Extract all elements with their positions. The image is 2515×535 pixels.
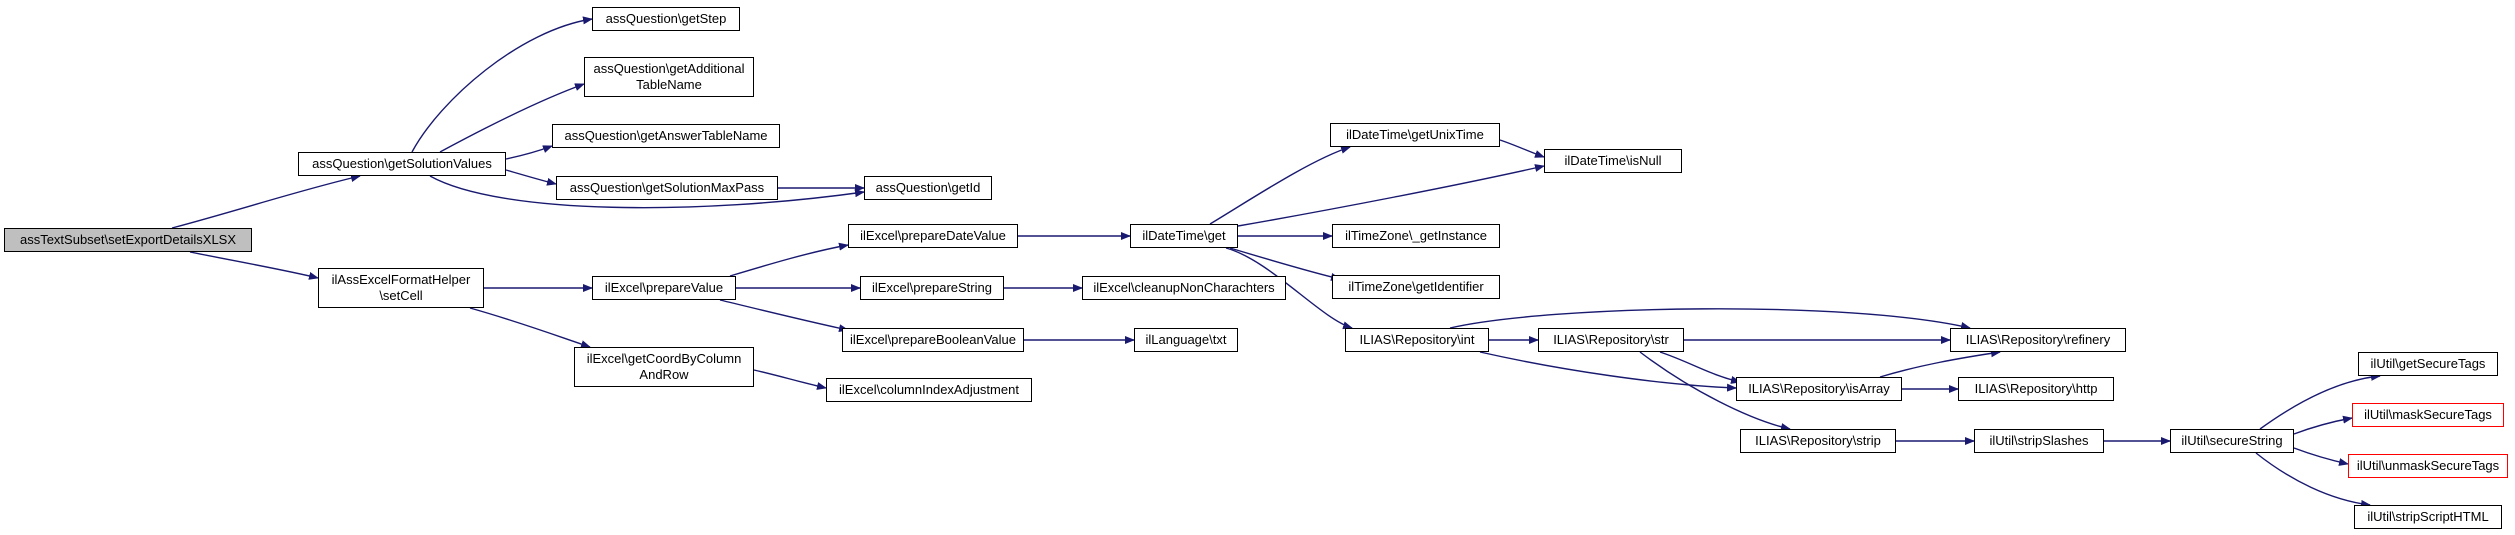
edge-repoInt-to-refinery xyxy=(1449,308,1971,330)
node-setCell[interactable]: ilAssExcelFormatHelper \setCell xyxy=(318,268,484,308)
node-label: ILIAS\Repository\isArray xyxy=(1748,381,1890,396)
edge-secureString-to-stripScriptHTML xyxy=(2255,452,2371,508)
node-prepareValue[interactable]: ilExcel\prepareValue xyxy=(592,276,736,300)
node-getSecureTags[interactable]: ilUtil\getSecureTags xyxy=(2358,352,2498,376)
node-label: ilAssExcelFormatHelper \setCell xyxy=(331,272,471,303)
node-dtGet[interactable]: ilDateTime\get xyxy=(1130,224,1238,248)
edge-dtGet-to-getIdentifier xyxy=(1229,247,1341,281)
node-label: ilExcel\getCoordByColumn AndRow xyxy=(586,351,742,382)
node-stripScriptHTML[interactable]: ilUtil\stripScriptHTML xyxy=(2354,505,2502,529)
edge-secureString-to-maskSecureTags xyxy=(2293,415,2353,435)
node-getUnixTime[interactable]: ilDateTime\getUnixTime xyxy=(1330,123,1500,147)
edge-repoInt-to-isArray xyxy=(1479,351,1737,392)
node-label: ILIAS\Repository\refinery xyxy=(1965,332,2111,347)
node-http[interactable]: ILIAS\Repository\http xyxy=(1958,377,2114,401)
node-getId[interactable]: assQuestion\getId xyxy=(864,176,992,200)
node-secureString[interactable]: ilUtil\secureString xyxy=(2170,429,2294,453)
node-label: ilDateTime\isNull xyxy=(1564,153,1662,168)
edge-dtGet-to-getUnixTime xyxy=(1209,145,1351,225)
node-label: ilTimeZone\_getInstance xyxy=(1345,228,1487,243)
edge-secureString-to-unmaskSecureTags xyxy=(2293,447,2349,466)
node-getInstance[interactable]: ilTimeZone\_getInstance xyxy=(1332,224,1500,248)
node-isNull[interactable]: ilDateTime\isNull xyxy=(1544,149,1682,173)
edge-isArray-to-refinery xyxy=(1879,349,2001,378)
node-txt[interactable]: ilLanguage\txt xyxy=(1134,328,1238,352)
node-label: assQuestion\getSolutionMaxPass xyxy=(569,180,765,195)
node-label: ilExcel\prepareBooleanValue xyxy=(850,332,1016,347)
edge-getSolutionValues-to-getStep xyxy=(411,16,593,153)
node-label: assQuestion\getId xyxy=(875,180,981,195)
node-prepareString[interactable]: ilExcel\prepareString xyxy=(860,276,1004,300)
node-isArray[interactable]: ILIAS\Repository\isArray xyxy=(1736,377,1902,401)
node-columnIndexAdjustment[interactable]: ilExcel\columnIndexAdjustment xyxy=(826,378,1032,402)
node-label: assQuestion\getAdditional TableName xyxy=(593,61,745,92)
edge-getSolutionValues-to-getAnswerTableName xyxy=(505,145,553,160)
node-getSolutionMaxPass[interactable]: assQuestion\getSolutionMaxPass xyxy=(556,176,778,200)
edge-repoStr-to-strip xyxy=(1639,351,1791,431)
node-getAnswerTableName[interactable]: assQuestion\getAnswerTableName xyxy=(552,124,780,148)
edge-getCoordByColumnAndRow-to-columnIndexAdjustment xyxy=(753,369,827,390)
node-prepareDateValue[interactable]: ilExcel\prepareDateValue xyxy=(848,224,1018,248)
node-label: ILIAS\Repository\strip xyxy=(1755,433,1881,448)
node-getSolutionValues[interactable]: assQuestion\getSolutionValues xyxy=(298,152,506,176)
node-label: assTextSubset\setExportDetailsXLSX xyxy=(19,232,237,247)
node-label: ilUtil\getSecureTags xyxy=(2370,356,2486,371)
edge-setCell-to-getCoordByColumnAndRow xyxy=(469,307,591,348)
node-label: ilExcel\cleanupNonCharachters xyxy=(1093,280,1275,295)
edge-root-to-setCell xyxy=(189,251,319,280)
node-label: ilExcel\prepareString xyxy=(872,280,992,295)
node-label: ilUtil\unmaskSecureTags xyxy=(2356,458,2500,473)
node-label: ilExcel\prepareValue xyxy=(604,280,724,295)
edge-root-to-getSolutionValues xyxy=(171,174,361,229)
node-label: ilExcel\prepareDateValue xyxy=(860,228,1006,243)
node-getCoordByColumnAndRow[interactable]: ilExcel\getCoordByColumn AndRow xyxy=(574,347,754,387)
node-repoInt[interactable]: ILIAS\Repository\int xyxy=(1345,328,1489,352)
node-maskSecureTags[interactable]: ilUtil\maskSecureTags xyxy=(2352,403,2504,427)
node-label: assQuestion\getAnswerTableName xyxy=(564,128,768,143)
edge-secureString-to-getSecureTags xyxy=(2259,372,2381,430)
node-refinery[interactable]: ILIAS\Repository\refinery xyxy=(1950,328,2126,352)
node-getIdentifier[interactable]: ilTimeZone\getIdentifier xyxy=(1332,275,1500,299)
edge-repoStr-to-isArray xyxy=(1659,351,1741,384)
node-getStep[interactable]: assQuestion\getStep xyxy=(592,7,740,31)
node-label: ilUtil\secureString xyxy=(2181,433,2283,448)
node-label: ilLanguage\txt xyxy=(1145,332,1227,347)
edge-prepareValue-to-prepareBooleanValue xyxy=(719,299,849,333)
node-label: ilDateTime\get xyxy=(1142,228,1226,243)
node-label: ilUtil\stripSlashes xyxy=(1989,433,2089,448)
node-label: ilDateTime\getUnixTime xyxy=(1346,127,1484,142)
node-repoStr[interactable]: ILIAS\Repository\str xyxy=(1538,328,1684,352)
node-unmaskSecureTags[interactable]: ilUtil\unmaskSecureTags xyxy=(2348,454,2508,478)
edge-prepareValue-to-prepareDateValue xyxy=(729,242,849,277)
node-cleanupNonCharachters[interactable]: ilExcel\cleanupNonCharachters xyxy=(1082,276,1286,300)
node-strip[interactable]: ILIAS\Repository\strip xyxy=(1740,429,1896,453)
edge-getSolutionValues-to-getSolutionMaxPass xyxy=(505,169,557,186)
edge-getSolutionValues-to-getAdditionalTableName xyxy=(439,83,585,153)
node-label: ILIAS\Repository\str xyxy=(1553,332,1669,347)
node-label: ilTimeZone\getIdentifier xyxy=(1348,279,1484,294)
node-stripSlashes[interactable]: ilUtil\stripSlashes xyxy=(1974,429,2104,453)
node-label: assQuestion\getSolutionValues xyxy=(312,156,492,171)
node-label: ILIAS\Repository\http xyxy=(1974,381,2098,396)
node-root-setExportDetailsXLSX: assTextSubset\setExportDetailsXLSX xyxy=(4,228,252,252)
edge-getSolutionValues-to-getId xyxy=(429,175,865,209)
edge-dtGet-to-isNull xyxy=(1237,164,1545,227)
node-label: ilUtil\maskSecureTags xyxy=(2364,407,2492,422)
node-label: ILIAS\Repository\int xyxy=(1359,332,1475,347)
node-label: ilExcel\columnIndexAdjustment xyxy=(839,382,1019,397)
node-label: assQuestion\getStep xyxy=(605,11,727,26)
node-prepareBooleanValue[interactable]: ilExcel\prepareBooleanValue xyxy=(842,328,1024,352)
node-label: ilUtil\stripScriptHTML xyxy=(2367,509,2489,524)
edge-dtGet-to-repoInt xyxy=(1225,247,1353,330)
edge-getUnixTime-to-isNull xyxy=(1499,139,1545,158)
node-getAdditionalTableName[interactable]: assQuestion\getAdditional TableName xyxy=(584,57,754,97)
